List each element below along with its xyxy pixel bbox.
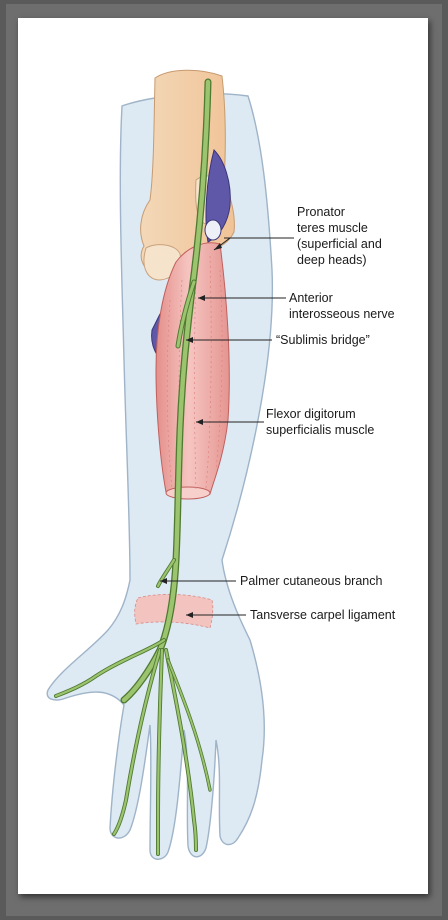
label-flexor-digitorum-superficialis: Flexor digitorum superficialis muscle [266,407,375,437]
label-sublimis-bridge: “Sublimis bridge” [276,333,370,347]
label-palmer-cutaneous-branch: Palmer cutaneous branch [240,574,383,588]
pronator-deep-head [204,219,222,241]
flexor-tendon-end [165,486,211,500]
leader-arrowheads [160,243,222,618]
median-nerve [54,78,212,856]
label-anterior-interosseous-nerve: Anterior interosseous nerve [289,291,395,321]
label-transverse-carpal-ligament: Tansverse carpel ligament [250,608,396,622]
label-pronator-teres: Pronator teres muscle (superficial and d… [297,205,382,267]
label-leader-lines [160,237,294,616]
muscle-fiber-lines [166,255,223,491]
